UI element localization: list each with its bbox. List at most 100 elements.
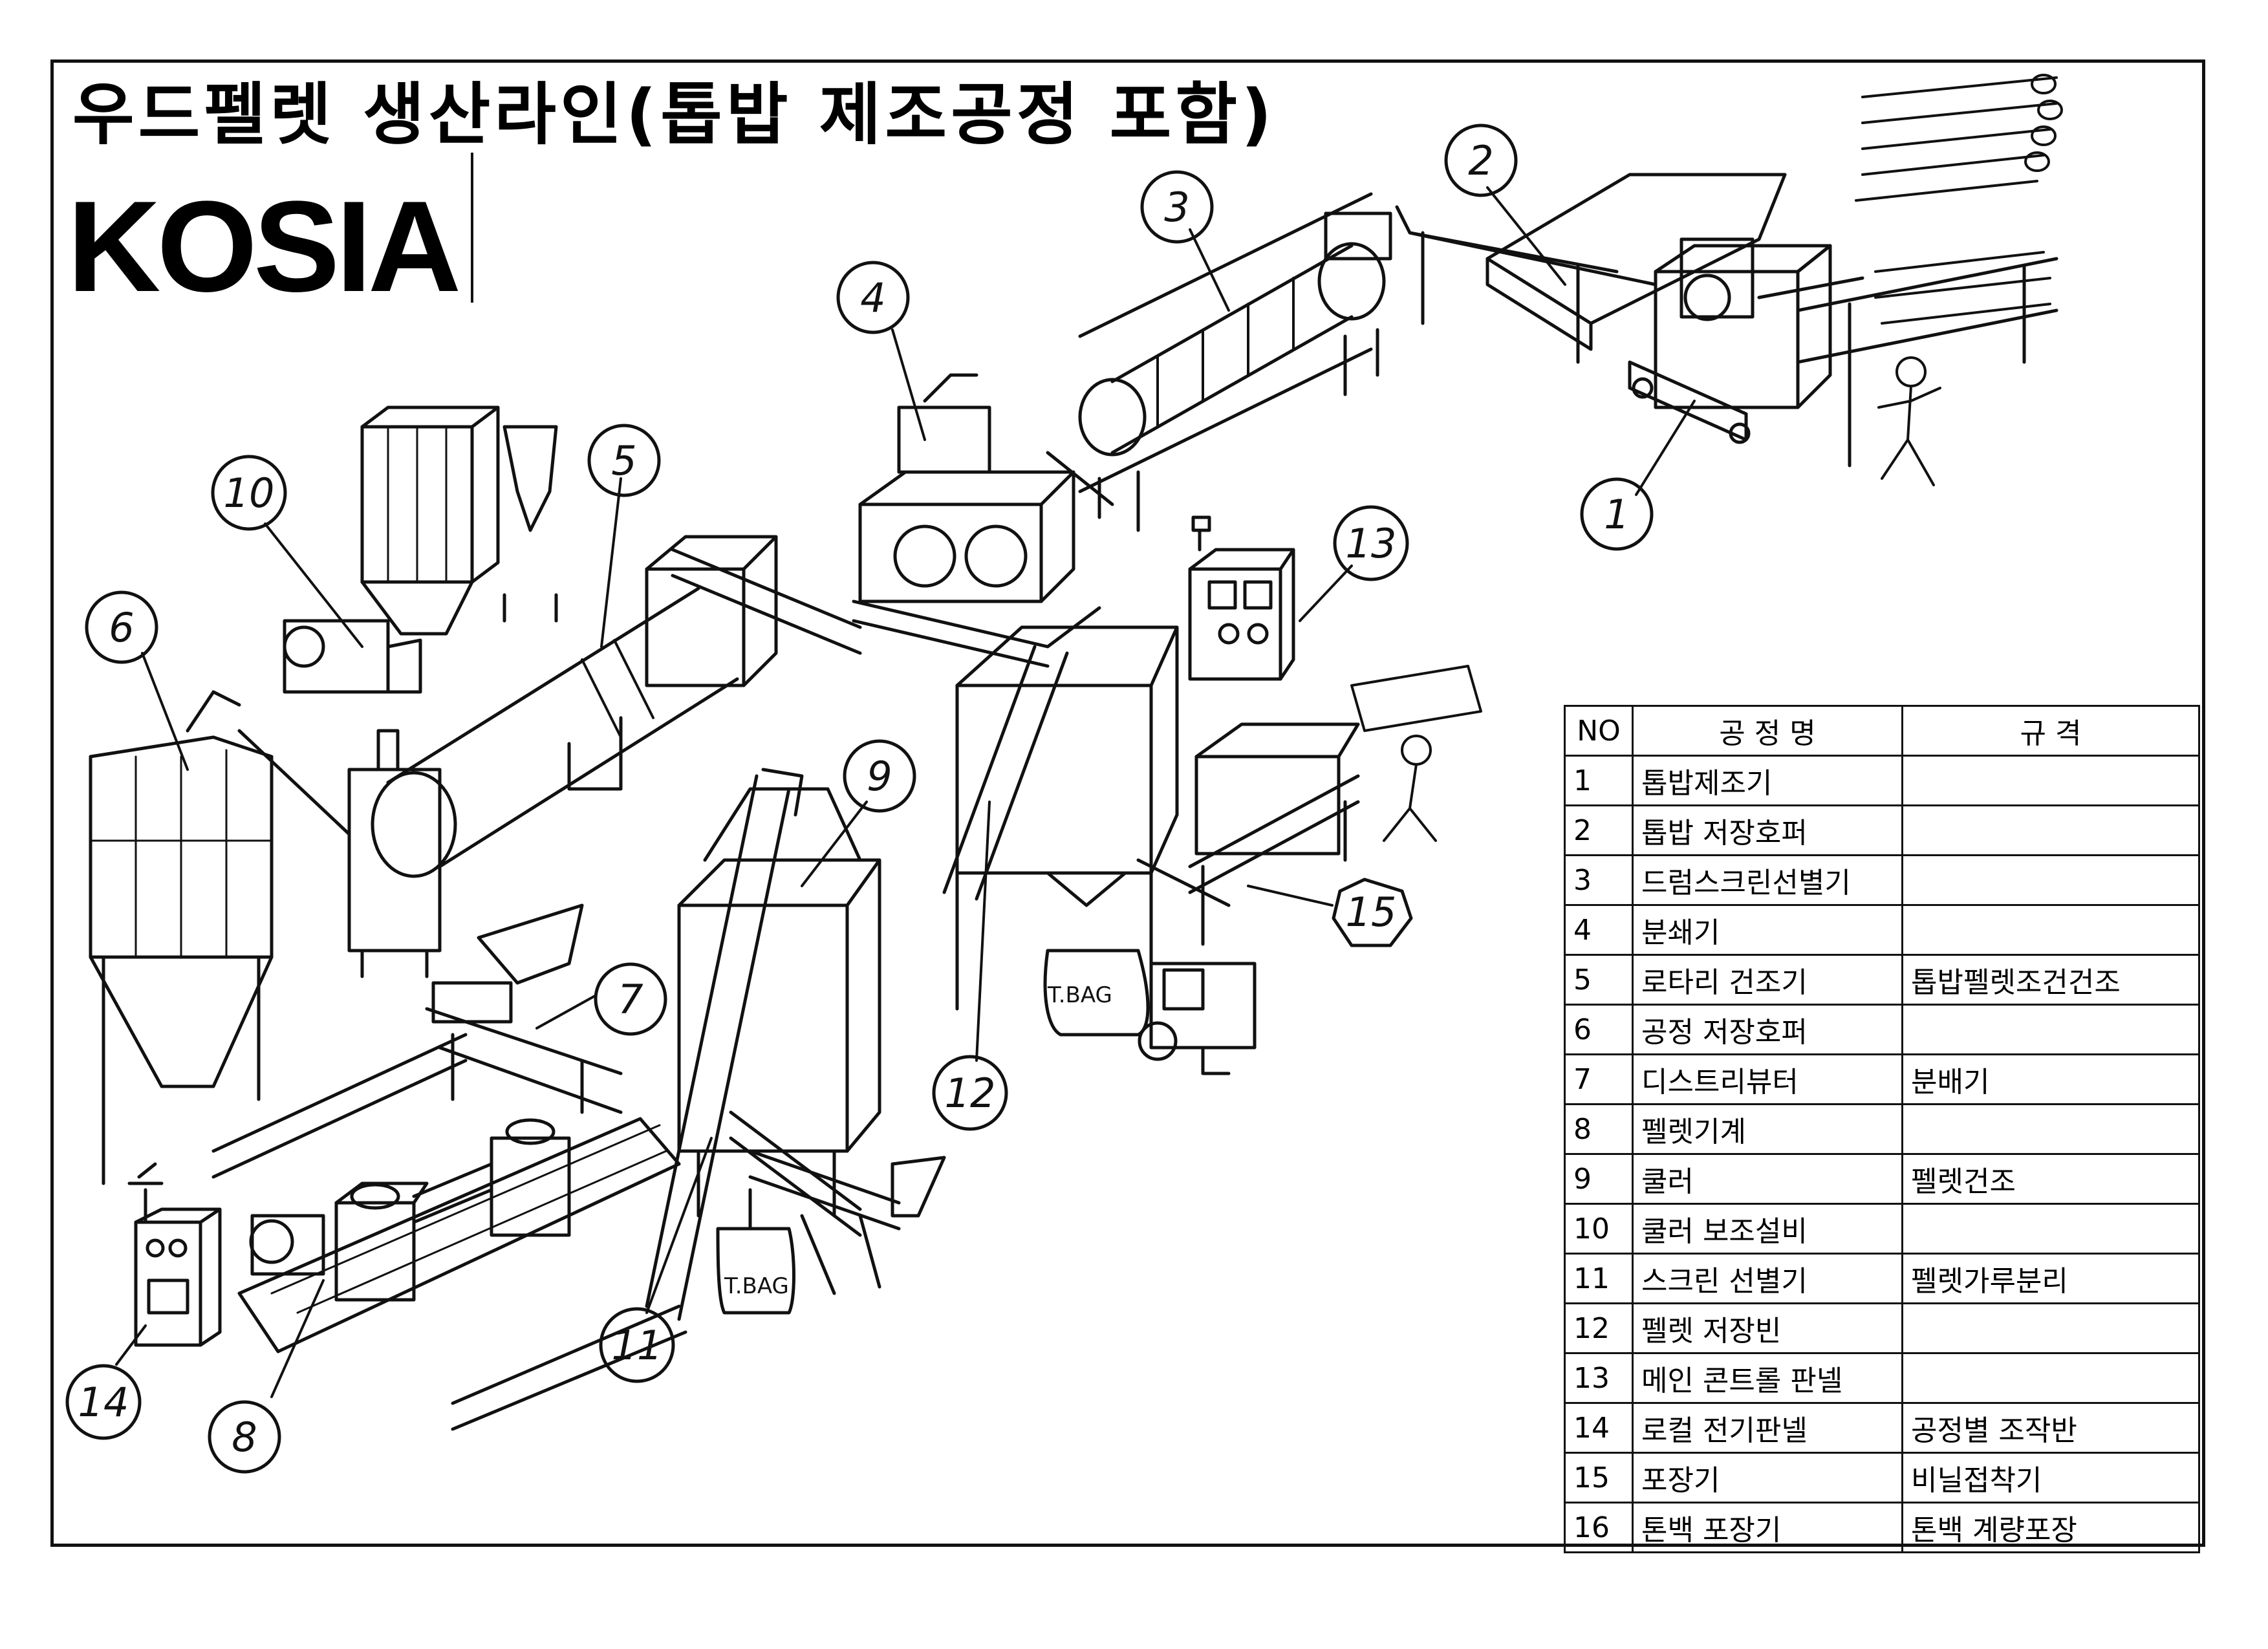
tonbag-label-1: T.BAG (724, 1273, 789, 1299)
svg-text:5: 5 (611, 437, 636, 484)
brand-logo-text: KOSIA (67, 175, 461, 319)
row-process-name: 드럼스크린선별기 (1632, 854, 1903, 906)
table-row: 4 분쇄기 (1564, 904, 2200, 956)
callout-12: 12 (932, 1055, 1008, 1131)
sawdust-hopper (1395, 173, 1787, 364)
main-control-panel (1188, 515, 1295, 681)
log-pile (1855, 74, 2063, 325)
callout-13: 13 (1333, 505, 1409, 581)
svg-text:2: 2 (1468, 137, 1493, 184)
row-spec (1901, 1352, 2200, 1404)
table-row: 6 공정 저장호퍼 (1564, 1004, 2200, 1055)
svg-text:10: 10 (224, 469, 275, 517)
row-no: 15 (1564, 1452, 1634, 1503)
row-spec (1901, 1103, 2200, 1155)
diagram-title: 우드펠렛 생산라인(톱밥 제조공정 포함) (72, 75, 1276, 154)
row-spec (1901, 1004, 2200, 1055)
callout-7: 7 (594, 962, 667, 1036)
table-row: 9 쿨러 펠렛건조 (1564, 1153, 2200, 1205)
row-spec: 비닐접착기 (1901, 1452, 2200, 1503)
row-process-name: 톱밥 저장호퍼 (1632, 804, 1903, 856)
row-no: 13 (1564, 1352, 1634, 1404)
callout-9: 9 (843, 739, 916, 813)
rotary-dryer (347, 535, 778, 978)
table-row: 7 디스트리뷰터 분배기 (1564, 1053, 2200, 1105)
tonbag-packer (1043, 949, 1257, 1075)
row-process-name: 디스트리뷰터 (1632, 1053, 1903, 1105)
worker-figure (1877, 356, 1941, 486)
row-spec (1901, 1203, 2200, 1255)
callout-8: 8 (208, 1400, 281, 1474)
svg-text:7: 7 (618, 976, 643, 1023)
row-spec: 톱밥펠렛조건건조 (1901, 954, 2200, 1006)
bag-worker-figure (1350, 665, 1482, 842)
row-spec: 분배기 (1901, 1053, 2200, 1105)
row-no: 11 (1564, 1253, 1634, 1304)
conveyor-grinder-to-dryer (671, 451, 1114, 655)
row-no: 10 (1564, 1203, 1634, 1255)
row-spec: 펠렛가루분리 (1901, 1253, 2200, 1304)
local-electric-panel (127, 1162, 222, 1347)
row-spec: 펠렛건조 (1901, 1153, 2200, 1205)
row-spec (1901, 904, 2200, 956)
row-process-name: 공정 저장호퍼 (1632, 1004, 1903, 1055)
table-row: 14 로컬 전기판넬 공정별 조작반 (1564, 1402, 2200, 1454)
callout-6: 6 (85, 590, 158, 664)
row-no: 3 (1564, 854, 1634, 906)
tonbag-label-2: T.BAG (1047, 982, 1112, 1008)
row-no: 4 (1564, 904, 1634, 956)
svg-text:14: 14 (78, 1379, 129, 1426)
callout-11: 11 (599, 1307, 675, 1383)
row-spec (1901, 854, 2200, 906)
packing-machine (1136, 722, 1360, 946)
row-process-name: 메인 콘트롤 판넬 (1632, 1352, 1903, 1404)
callout-2: 2 (1444, 124, 1518, 197)
row-no: 12 (1564, 1302, 1634, 1354)
table-row: 13 메인 콘트롤 판넬 (1564, 1352, 2200, 1404)
svg-text:3: 3 (1164, 184, 1189, 231)
svg-text:13: 13 (1346, 520, 1397, 567)
table-row: 1 톱밥제조기 (1564, 755, 2200, 806)
callout-leader-lines (115, 186, 1696, 1398)
row-spec (1901, 804, 2200, 856)
row-process-name: 펠렛 저장빈 (1632, 1302, 1903, 1354)
row-spec (1901, 755, 2200, 806)
brand-divider (471, 153, 473, 303)
distributor-unit (425, 903, 623, 1114)
table-row: 3 드럼스크린선별기 (1564, 854, 2200, 906)
col-header-process-name: 공 정 명 (1632, 705, 1903, 757)
svg-text:11: 11 (612, 1322, 663, 1369)
row-process-name: 분쇄기 (1632, 904, 1903, 956)
screen-separator-tonbag (716, 1149, 946, 1315)
svg-text:15: 15 (1346, 889, 1397, 936)
table-row: 16 톤백 포장기 톤백 계량포장 (1564, 1502, 2200, 1553)
callout-14: 14 (65, 1364, 142, 1440)
row-no: 14 (1564, 1402, 1634, 1454)
row-process-name: 로컬 전기판넬 (1632, 1402, 1903, 1454)
table-row: 12 펠렛 저장빈 (1564, 1302, 2200, 1354)
row-spec: 톤백 계량포장 (1901, 1502, 2200, 1553)
col-header-spec: 규 격 (1901, 705, 2200, 757)
row-no: 2 (1564, 804, 1634, 856)
table-row: 8 펠렛기계 (1564, 1103, 2200, 1155)
pellet-machines (237, 1117, 681, 1353)
row-process-name: 톱밥제조기 (1632, 755, 1903, 806)
process-spec-table: NO 공 정 명 규 격 1 톱밥제조기 2 톱밥 저장호퍼 3 드럼스크린선별… (1564, 705, 2200, 1553)
row-spec: 공정별 조작반 (1901, 1402, 2200, 1454)
drawing-frame (50, 59, 2205, 1547)
svg-text:12: 12 (945, 1070, 996, 1117)
table-row: 10 쿨러 보조설비 (1564, 1203, 2200, 1255)
row-process-name: 톤백 포장기 (1632, 1502, 1903, 1553)
process-storage-hopper (89, 690, 468, 1185)
pellet-storage-bin (942, 625, 1179, 1011)
callout-markers: 1 2 3 4 5 6 7 8 (65, 124, 1654, 1474)
bucket-elevator-11 (451, 768, 804, 1431)
row-no: 1 (1564, 755, 1634, 806)
row-no: 16 (1564, 1502, 1634, 1553)
table-header-row: NO 공 정 명 규 격 (1564, 705, 2200, 757)
col-header-no: NO (1564, 705, 1634, 757)
row-process-name: 쿨러 보조설비 (1632, 1203, 1903, 1255)
row-no: 5 (1564, 954, 1634, 1006)
row-no: 9 (1564, 1153, 1634, 1205)
table-row: 2 톱밥 저장호퍼 (1564, 804, 2200, 856)
